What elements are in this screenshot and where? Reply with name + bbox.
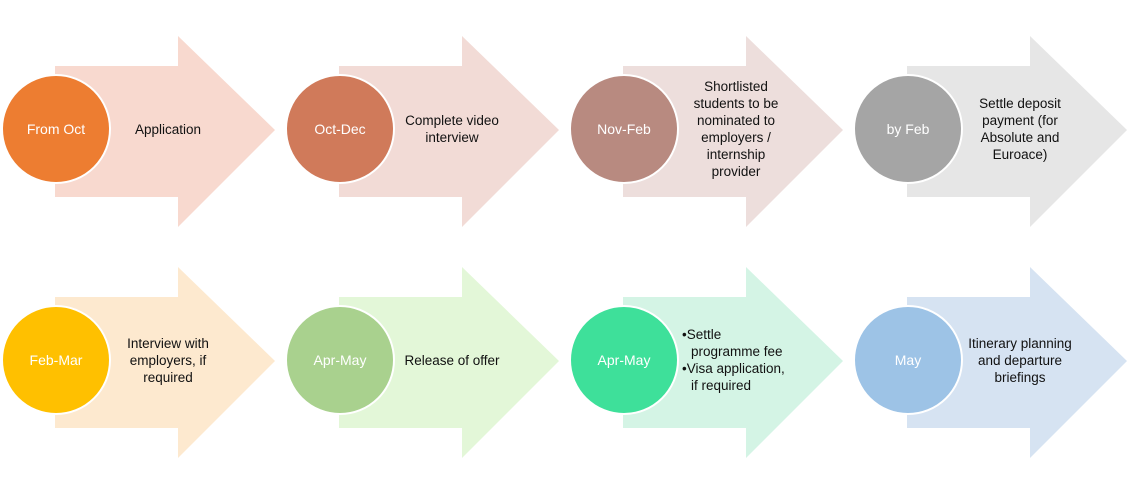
period-circle: by Feb [853,74,963,184]
arrow-shape [55,267,275,458]
step-description: Complete video interview [405,113,499,145]
step-bullet: Settle programme fee [687,326,791,360]
period-circle: May [853,305,963,415]
arrow-shape [339,36,559,227]
step-bullet-list: Settle programme feeVisa application, if… [681,326,791,394]
arrow-shape [623,36,843,227]
period-circle: Apr-May [569,305,679,415]
arrow-shape [339,267,559,458]
period-circle: Feb-Mar [1,305,111,415]
arrow-shape [907,267,1127,458]
arrow-shape [55,36,275,227]
step-description: Interview with employers, if required [127,335,209,385]
step-description: Release of offer [404,352,500,368]
period-circle: Apr-May [285,305,395,415]
step-description: Itinerary planning and departure briefin… [968,335,1072,385]
timeline-step: Apr-May Release of offer [285,266,569,466]
period-circle: From Oct [1,74,111,184]
timeline-step: Apr-MaySettle programme feeVisa applicat… [569,266,853,466]
arrow-shape [907,36,1127,227]
period-circle: Oct-Dec [285,74,395,184]
step-bullet: Visa application, if required [687,360,791,394]
period-circle: Nov-Feb [569,74,679,184]
step-description: Application [134,121,202,137]
step-description: Settle deposit payment (for Absolute and… [979,96,1061,162]
timeline-step: From Oct Application [1,35,285,235]
timeline-step: Feb-Mar Interview with employers, if requ… [1,266,285,466]
timeline-step: Oct-Dec Complete video interview [285,35,569,235]
step-description: Settle programme feeVisa application, if… [681,286,791,434]
step-description: Shortlisted students to be nominated to … [693,79,779,179]
